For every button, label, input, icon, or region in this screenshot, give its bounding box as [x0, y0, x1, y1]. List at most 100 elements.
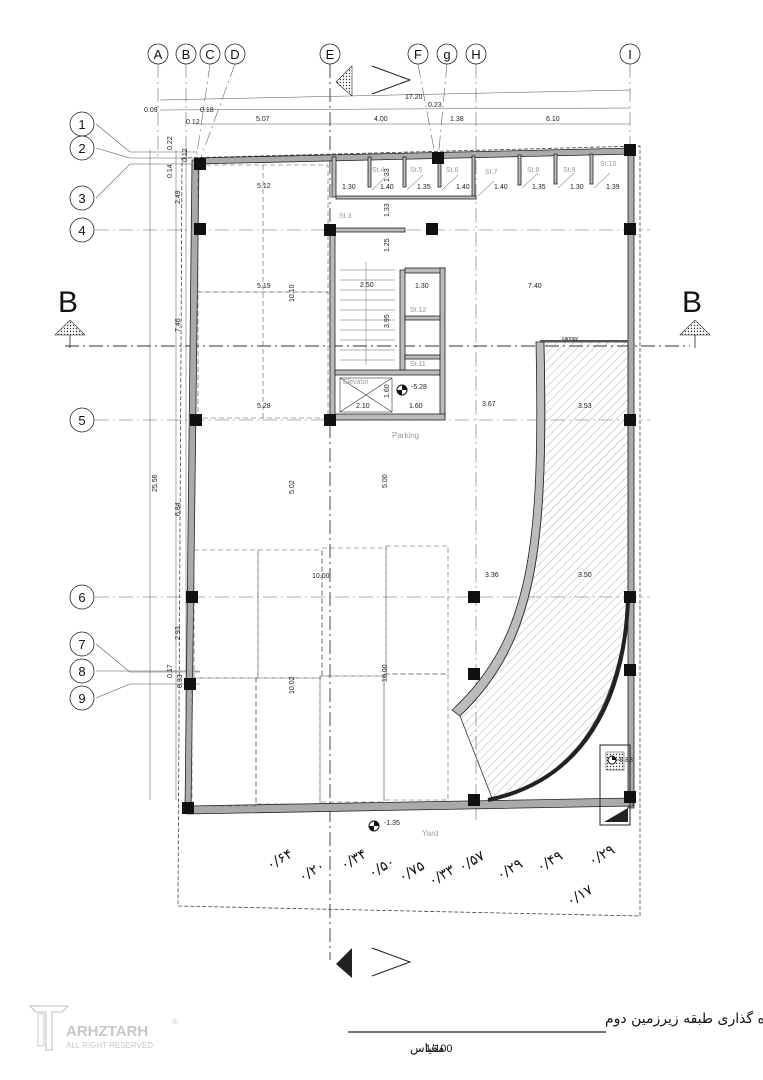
dim-top-small: 0.12: [186, 119, 200, 126]
grid-row-label: 5: [78, 413, 85, 428]
yard-level: ۰/۱۷: [564, 882, 596, 910]
dim-interior: 3.67: [482, 401, 496, 408]
grid-column-label: g: [443, 47, 450, 62]
dim-interior: 5.28: [257, 403, 271, 410]
yard-level: ۰/۳۳: [426, 862, 458, 890]
yard-level: ۰/۵۰: [366, 854, 398, 881]
dim-storage: 1.30: [342, 184, 356, 191]
room-labels: St.4 St.5 St.6 St.7 St.8 St.9 St.10 St.3…: [339, 161, 616, 838]
dim-left-span: 0.17: [167, 664, 174, 678]
dim-interior: 5.02: [289, 480, 296, 494]
logo-registered-mark: ®: [172, 1017, 178, 1026]
dim-storage: 1.39: [606, 184, 620, 191]
yard-level: ۰/۴۹: [534, 848, 566, 875]
structural-column: [432, 152, 444, 164]
dim-top-span: 4.00: [374, 116, 388, 123]
level-marker-stair: -5.28: [396, 384, 427, 396]
dim-storage-depth: 1.33: [384, 203, 391, 217]
grid-bubble: [69, 217, 95, 243]
structural-column: [184, 678, 196, 690]
storage-label: St.3: [339, 213, 352, 220]
storage-label: St.12: [410, 307, 426, 314]
grid-column-label: E: [326, 47, 335, 62]
grid-bubble: [147, 43, 169, 65]
grid-bubble: [69, 658, 95, 684]
grid-column-label: B: [182, 47, 191, 62]
dim-interior: 1.30: [415, 283, 429, 290]
ramp-canopy-line: [540, 340, 628, 342]
exterior-walls: [184, 147, 635, 815]
dim-stair: 1.60: [409, 403, 423, 410]
structural-columns: [182, 144, 636, 814]
grid-row-label: 2: [78, 141, 85, 156]
grid-bubble: [319, 43, 341, 65]
grid-bubble: [69, 584, 95, 610]
grid-bubble: [69, 685, 95, 711]
level-pit: -8.88: [617, 757, 633, 764]
yard-level: ۰/۵۷: [456, 848, 488, 876]
grid-column-label: D: [230, 47, 239, 62]
yard-level: ۰/۲۰: [296, 858, 328, 885]
structural-column: [624, 791, 636, 803]
dim-top-span: 1.38: [450, 116, 464, 123]
row-leaders: [95, 123, 200, 699]
dim-left-small: 0.22: [167, 136, 174, 150]
yard-level: ۰/۲۹: [494, 856, 526, 883]
dim-top-small: 0.18: [200, 107, 214, 114]
dim-interior: 10.10: [289, 284, 296, 302]
dim-left-small: 0.12: [182, 148, 189, 162]
grid-column-label: C: [205, 47, 214, 62]
grid-column-label: H: [471, 47, 480, 62]
scale-value: 1/100: [425, 1043, 453, 1055]
dim-stair: 1.60: [384, 384, 391, 398]
structural-column: [624, 591, 636, 603]
grid-row-label: 9: [78, 691, 85, 706]
section-marker-bottom: [336, 947, 412, 978]
section-marker-top: [335, 65, 412, 97]
level-marker-yard: -1.35: [368, 820, 400, 832]
grid-bubble: [224, 43, 246, 65]
section-marker-right: B: [679, 286, 711, 348]
dimension-texts: 17.20 0.09 0.18 0.12 0.23 5.07 4.00 1.38…: [144, 94, 620, 694]
logo-brand: ARHZTARH: [66, 1023, 148, 1040]
dim-top-overall: 17.20: [405, 94, 423, 101]
dim-left-small: 0.14: [167, 164, 174, 178]
grid-row-label: 6: [78, 590, 85, 605]
structural-column: [624, 223, 636, 235]
elevator-label: Elevator: [343, 379, 369, 386]
structural-column: [624, 414, 636, 426]
storage-partitions: [331, 153, 594, 200]
brand-logo: ARHZTARH ALL RIGHT RESERVED ®: [28, 1005, 178, 1051]
dim-interior: 5.00: [382, 474, 389, 488]
dim-left-overall: 25.56: [152, 474, 159, 492]
storage-label: St.7: [485, 169, 498, 176]
grid-bubble: [175, 43, 197, 65]
dim-storage: 1.40: [494, 184, 508, 191]
elevator-shaft: [339, 377, 393, 413]
structural-column: [324, 414, 336, 426]
grid-row-label: 8: [78, 664, 85, 679]
level-yard: -1.35: [384, 820, 400, 827]
dim-top-small: 0.23: [428, 102, 442, 109]
structural-column: [624, 664, 636, 676]
dim-storage: 1.30: [570, 184, 584, 191]
level-marker-pit: -8.88: [607, 755, 633, 765]
logo-rights: ALL RIGHT RESERVED: [66, 1041, 153, 1050]
property-boundary: [177, 145, 641, 917]
structural-column: [190, 414, 202, 426]
scale-label: مقیاس: [410, 1041, 444, 1056]
stair-core-walls: [329, 227, 446, 421]
dim-stair: 3.95: [384, 314, 391, 328]
section-label-left: B: [58, 286, 78, 319]
dim-storage: 1.40: [456, 184, 470, 191]
title-block: پلان اندازه گذاری طبقه زیرزمین دوم مقیاس…: [348, 1010, 763, 1056]
grid-bubble: [619, 43, 641, 65]
grid-bubble: [199, 43, 221, 65]
yard-level: ۰/۲۹: [586, 842, 618, 869]
storage-label: St.9: [563, 167, 576, 174]
grid-bubble: [465, 43, 487, 65]
dim-left-span: 7.46: [175, 318, 182, 332]
dim-storage-depth: 1.33: [384, 168, 391, 182]
dim-left-span: 6.84: [175, 502, 182, 516]
